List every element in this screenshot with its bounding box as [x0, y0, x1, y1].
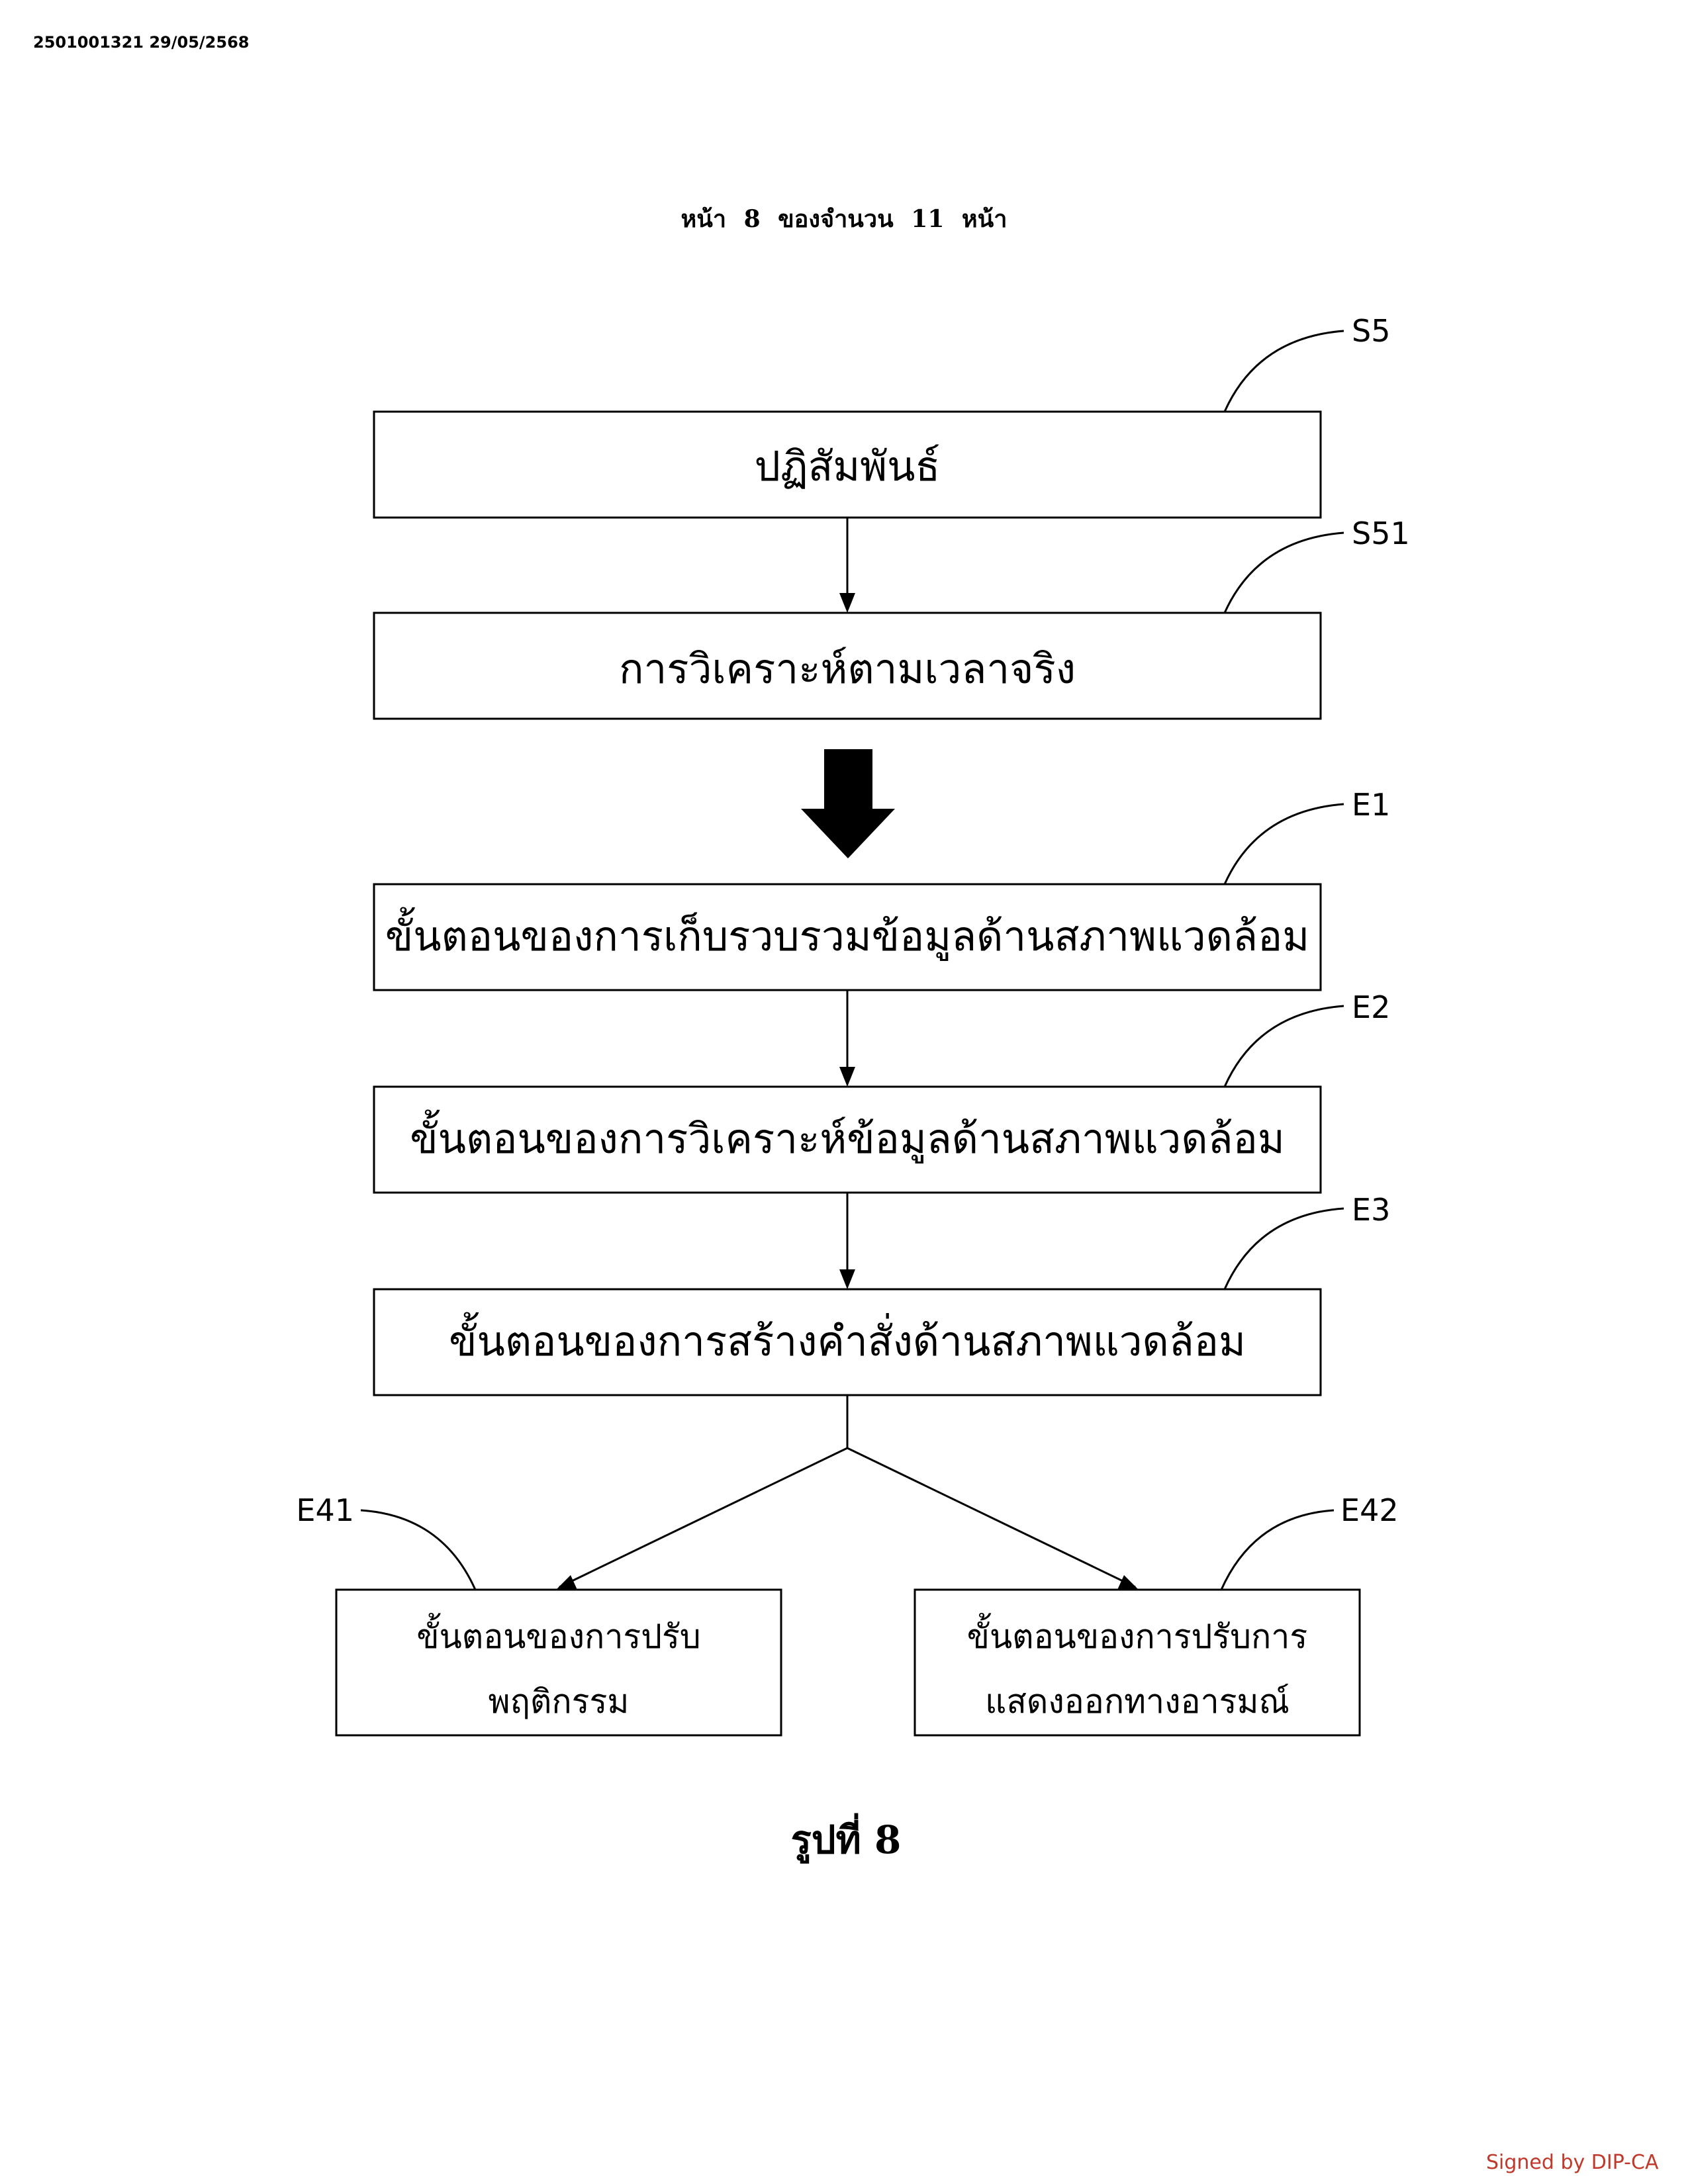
step-s51-box [373, 612, 1322, 720]
step-s51-label: การวิเคราะห์ตามเวลาจริง [619, 645, 1076, 693]
step-e1: ขั้นตอนของการเก็บรวบรวมข้อมูลด้านสภาพแวด… [373, 787, 1390, 991]
connector-split-e41 [559, 1447, 848, 1588]
step-e3-ref: E3 [1352, 1192, 1390, 1228]
step-e3-label: ขั้นตอนของการสร้างคำสั่งด้านสภาพแวดล้อม [449, 1312, 1246, 1365]
arrowhead-e1-e2 [839, 1067, 855, 1087]
page-counter: หน้า 8 ของจำนวน 11 หน้า [680, 205, 1008, 233]
step-e1-leader [1223, 803, 1344, 885]
step-e42-label-line2: แสดงออกทางอารมณ์ [985, 1682, 1289, 1721]
step-s51: การวิเคราะห์ตามเวลาจริง S51 [373, 516, 1410, 720]
step-e41-box [335, 1588, 782, 1737]
step-e41-label-line1: ขั้นตอนของการปรับ [416, 1613, 700, 1656]
arrowhead-e2-e3 [839, 1269, 855, 1289]
step-s5-label: ปฏิสัมพันธ์ [755, 442, 941, 490]
digital-signature: Signed by DIP-CA [1486, 2151, 1659, 2174]
step-e2-leader [1223, 1005, 1344, 1087]
step-e42: ขั้นตอนของการปรับการ แสดงออกทางอารมณ์ E4… [914, 1492, 1399, 1737]
step-s5: ปฏิสัมพันธ์ S5 [373, 313, 1390, 519]
step-e1-ref: E1 [1352, 787, 1390, 823]
arrowhead-e41 [556, 1575, 577, 1590]
step-e42-ref: E42 [1340, 1492, 1399, 1528]
step-e1-label: ขั้นตอนของการเก็บรวบรวมข้อมูลด้านสภาพแวด… [385, 907, 1309, 961]
step-e1-box [373, 883, 1322, 991]
connector-split-e42 [847, 1447, 1136, 1588]
step-s51-ref: S51 [1352, 516, 1410, 551]
step-e3: ขั้นตอนของการสร้างคำสั่งด้านสภาพแวดล้อม … [373, 1192, 1390, 1396]
step-e3-box [373, 1288, 1322, 1396]
step-e41-ref: E41 [296, 1492, 354, 1528]
step-e42-box [914, 1588, 1361, 1737]
step-s5-ref: S5 [1352, 313, 1390, 349]
step-e2-ref: E2 [1352, 989, 1390, 1025]
step-e2: ขั้นตอนของการวิเคราะห์ข้อมูลด้านสภาพแวดล… [373, 989, 1390, 1194]
step-e2-label: ขั้นตอนของการวิเคราะห์ข้อมูลด้านสภาพแวดล… [410, 1109, 1284, 1163]
step-s5-leader [1223, 330, 1344, 412]
step-e3-leader [1223, 1207, 1344, 1290]
step-e42-label-line1: ขั้นตอนของการปรับการ [967, 1613, 1307, 1656]
step-e41-leader [360, 1509, 477, 1590]
arrowhead-e42 [1117, 1575, 1139, 1590]
step-s51-leader [1223, 531, 1344, 614]
figure-caption: รูปที่ 8 [791, 1813, 902, 1864]
step-e41: ขั้นตอนของการปรับ พฤติกรรม E41 [296, 1492, 782, 1737]
document-stamp: 2501001321 29/05/2568 [33, 33, 250, 52]
step-e42-leader [1220, 1509, 1335, 1590]
arrowhead-s5-s51 [839, 593, 855, 613]
block-arrow-icon [801, 749, 895, 858]
step-e41-label-line2: พฤติกรรม [489, 1682, 630, 1721]
step-e2-box [373, 1085, 1322, 1194]
